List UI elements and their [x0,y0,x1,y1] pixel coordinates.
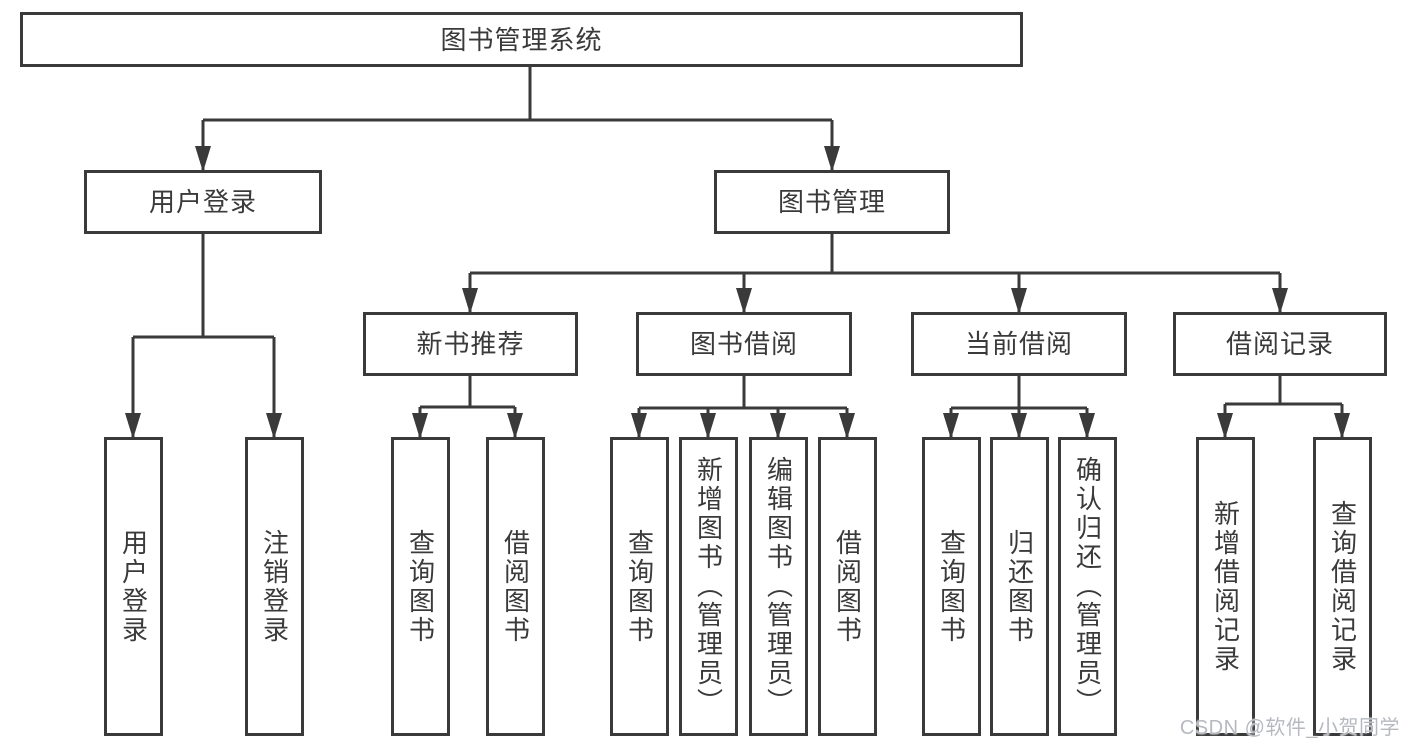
node-user-login: 用户登录 [84,170,322,234]
edges-root-to-level2 [195,67,840,172]
node-book-borrowing: 图书借阅 [636,312,852,376]
leaf-borrow-books-recommend: 借阅图书 [486,437,545,736]
node-current-borrowing: 当前借阅 [911,312,1127,376]
leaf-return-books: 归还图书 [990,437,1049,736]
node-library-system: 图书管理系统 [20,12,1023,67]
node-new-book-recommend: 新书推荐 [363,312,578,376]
leaf-confirm-return-admin: 确认归还（管理员） [1058,437,1117,736]
leaf-logout: 注销登录 [245,437,304,736]
edges-book-borrowing [631,376,855,439]
leaf-query-books-current: 查询图书 [922,437,981,736]
leaf-query-books-borrowing: 查询图书 [610,437,669,736]
leaf-borrow-books-borrowing: 借阅图书 [818,437,877,736]
edges-new-book-recommend [412,376,523,439]
leaf-query-borrow-record: 查询借阅记录 [1313,437,1372,736]
leaf-add-borrow-record: 新增借阅记录 [1196,437,1255,736]
edges-user-login [125,234,282,439]
csdn-watermark: CSDN @软件_小贺同学 [1179,717,1400,739]
node-borrowing-records: 借阅记录 [1173,312,1387,376]
leaf-edit-book-admin: 编辑图书（管理员） [749,437,808,736]
node-book-management: 图书管理 [714,170,950,234]
leaf-query-books-recommend: 查询图书 [391,437,450,736]
leaf-user-login: 用户登录 [104,437,163,736]
leaf-add-book-admin: 新增图书（管理员） [679,437,738,736]
edges-current-borrowing [943,376,1095,439]
edges-book-management [462,234,1288,314]
edges-borrowing-records [1217,376,1350,439]
